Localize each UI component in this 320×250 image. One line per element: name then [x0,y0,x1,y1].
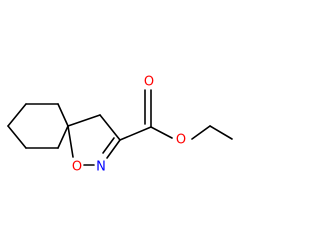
bond-c5-spiro [57,125,69,149]
structure-diagram: O O O N [7,75,233,175]
bond-c3-n-double-inner [102,137,115,154]
bond-spiro-ch2 [67,114,101,127]
bond-c3-c4 [7,125,27,149]
cyclohexane-ring [7,103,69,149]
isoxazoline-ring [67,114,121,166]
ester-oxygen-label: O [176,133,186,148]
bond-c3-carbonyl [119,126,152,141]
bond-ch2-ch3 [209,125,233,140]
bond-ch2-c3 [99,114,121,141]
carbonyl-oxygen-label: O [144,75,154,90]
bond-o-spiro [67,125,74,158]
ring-nitrogen-label: N [96,160,106,175]
ester-group [119,89,233,141]
bond-ester-o-ch2 [191,125,211,140]
bond-carbonyl-ester-o [150,126,173,139]
bond-c2-c3 [7,103,27,127]
bond-c3-n-double-outer [106,139,121,159]
molecule-drawing: O O O N [7,75,233,175]
ring-oxygen-label: O [72,160,82,175]
bond-spiro-c1 [57,103,69,127]
